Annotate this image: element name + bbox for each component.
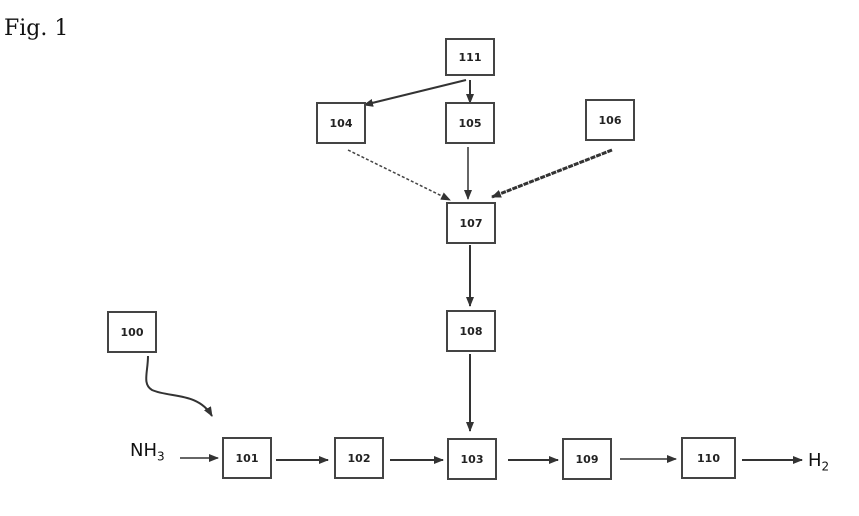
box-105: 105 bbox=[445, 102, 495, 144]
input-label: NH3 bbox=[130, 440, 165, 464]
box-101: 101 bbox=[222, 437, 272, 479]
output-subscript: 2 bbox=[822, 460, 830, 474]
box-107: 107 bbox=[446, 202, 496, 244]
box-104: 104 bbox=[316, 102, 366, 144]
box-100: 100 bbox=[107, 311, 157, 353]
arrow-106-to-107 bbox=[492, 150, 612, 197]
box-108: 108 bbox=[446, 310, 496, 352]
box-111: 111 bbox=[445, 38, 495, 76]
input-symbol: NH bbox=[130, 440, 157, 461]
output-label: H2 bbox=[808, 450, 829, 474]
arrow-104-to-107 bbox=[348, 150, 450, 200]
input-subscript: 3 bbox=[157, 450, 165, 464]
box-103: 103 bbox=[447, 438, 497, 480]
box-109: 109 bbox=[562, 438, 612, 480]
arrow-100-curved bbox=[146, 356, 212, 416]
box-102: 102 bbox=[334, 437, 384, 479]
output-symbol: H bbox=[808, 450, 822, 471]
box-110: 110 bbox=[681, 437, 736, 479]
box-106: 106 bbox=[585, 99, 635, 141]
